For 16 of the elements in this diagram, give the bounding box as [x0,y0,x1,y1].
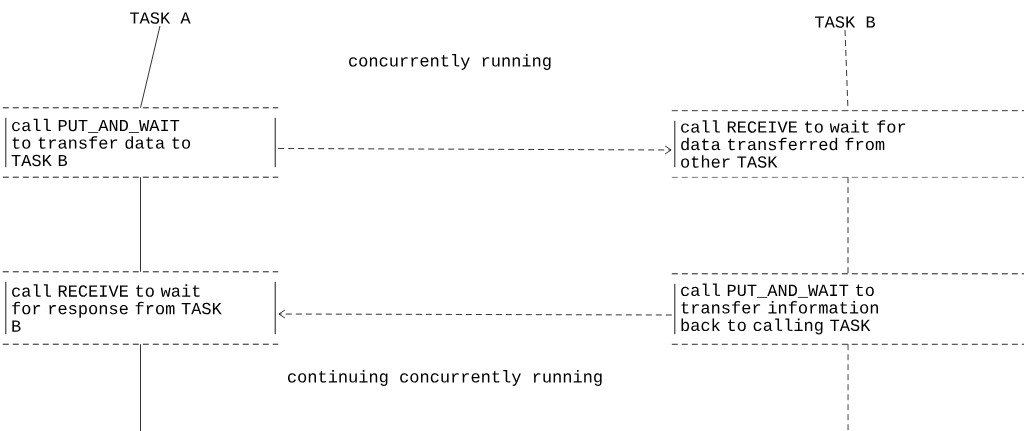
connector-line [140,25,161,109]
arrow [277,145,672,155]
process-box: call PUT_AND_WAIT to transfer information back to calling TASK [671,273,1024,345]
connector-line [140,176,141,273]
connector-line [847,176,849,275]
arrow [278,309,673,319]
task-title: TASK A [130,12,191,24]
process-box: call PUT_AND_WAIT to transfer data to TASK B [2,107,279,178]
note-text: concurrently running [349,54,551,70]
connector-line [140,343,141,431]
task-title: TASK B [815,16,875,28]
process-box: call RECEIVE to wait for data transferred from other TASK [671,110,1024,178]
note-text: continuing concurrently running [287,370,602,386]
process-box: call RECEIVE to wait for response from TASK B [2,271,279,345]
connector-line [847,343,849,431]
connector-line [844,29,849,112]
